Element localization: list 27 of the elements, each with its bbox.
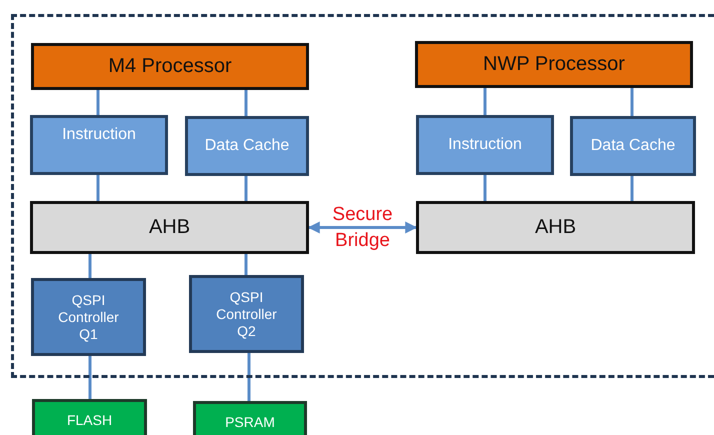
processor-box: M4 Processor — [31, 43, 309, 90]
connector-line — [88, 254, 92, 278]
cache-box: Instruction — [30, 115, 168, 175]
connector-line — [484, 175, 486, 201]
controller-box: QSPI Controller Q2 — [189, 275, 304, 353]
memory-box: FLASH — [32, 399, 147, 435]
cache-box: Instruction — [416, 115, 554, 175]
dashed-region — [11, 14, 714, 378]
connector-line — [484, 88, 486, 115]
cache-box: Data Cache — [570, 116, 696, 176]
bus-box: AHB — [30, 201, 309, 254]
connector-line — [96, 90, 100, 115]
connector-line — [88, 356, 92, 399]
connector-line — [244, 254, 248, 275]
edge-label: Secure Bridge — [331, 202, 394, 252]
connector-line — [244, 176, 248, 201]
processor-box: NWP Processor — [415, 41, 693, 88]
connector-line — [244, 90, 248, 116]
double-arrow — [308, 222, 418, 234]
connector-line — [630, 88, 634, 116]
memory-box: PSRAM — [193, 401, 307, 435]
controller-box: QSPI Controller Q1 — [31, 278, 146, 356]
cache-box: Data Cache — [185, 116, 309, 176]
connector-line — [96, 175, 100, 201]
bus-box: AHB — [416, 201, 695, 254]
connector-line — [630, 176, 634, 201]
connector-line — [248, 353, 250, 401]
